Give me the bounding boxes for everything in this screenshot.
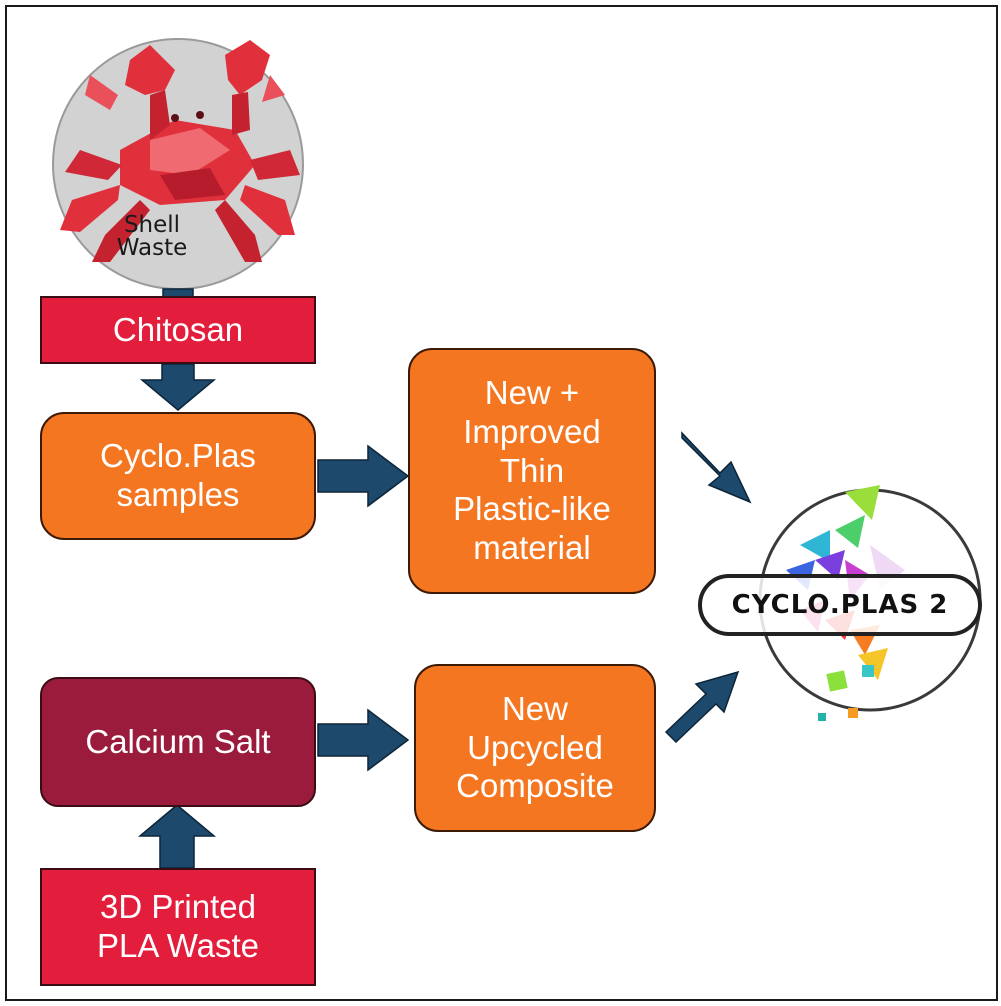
cycloplas-logo-text: CYCLO.PLAS 2 (731, 590, 949, 620)
arrow-chitosan-to-samples (139, 363, 217, 411)
shell-waste-label: Shell Waste (116, 212, 188, 261)
cycloplas-logo (698, 485, 982, 721)
chitosan-box: Chitosan (40, 296, 316, 364)
arrow-salt-to-composite (317, 708, 410, 772)
calcium-salt-box: Calcium Salt (40, 677, 316, 807)
arrow-samples-to-material (317, 444, 410, 508)
pla-waste-box: 3D Printed PLA Waste (40, 868, 316, 986)
arrow-composite-to-logo (664, 670, 740, 744)
crab-icon (60, 40, 300, 262)
arrow-material-to-logo (681, 431, 752, 504)
thin-plastic-material-box: New + Improved Thin Plastic-like materia… (408, 348, 656, 594)
arrow-pla-to-salt (137, 804, 217, 869)
cycloplas-samples-box: Cyclo.Plas samples (40, 412, 316, 540)
upcycled-composite-box: New Upcycled Composite (414, 664, 656, 832)
